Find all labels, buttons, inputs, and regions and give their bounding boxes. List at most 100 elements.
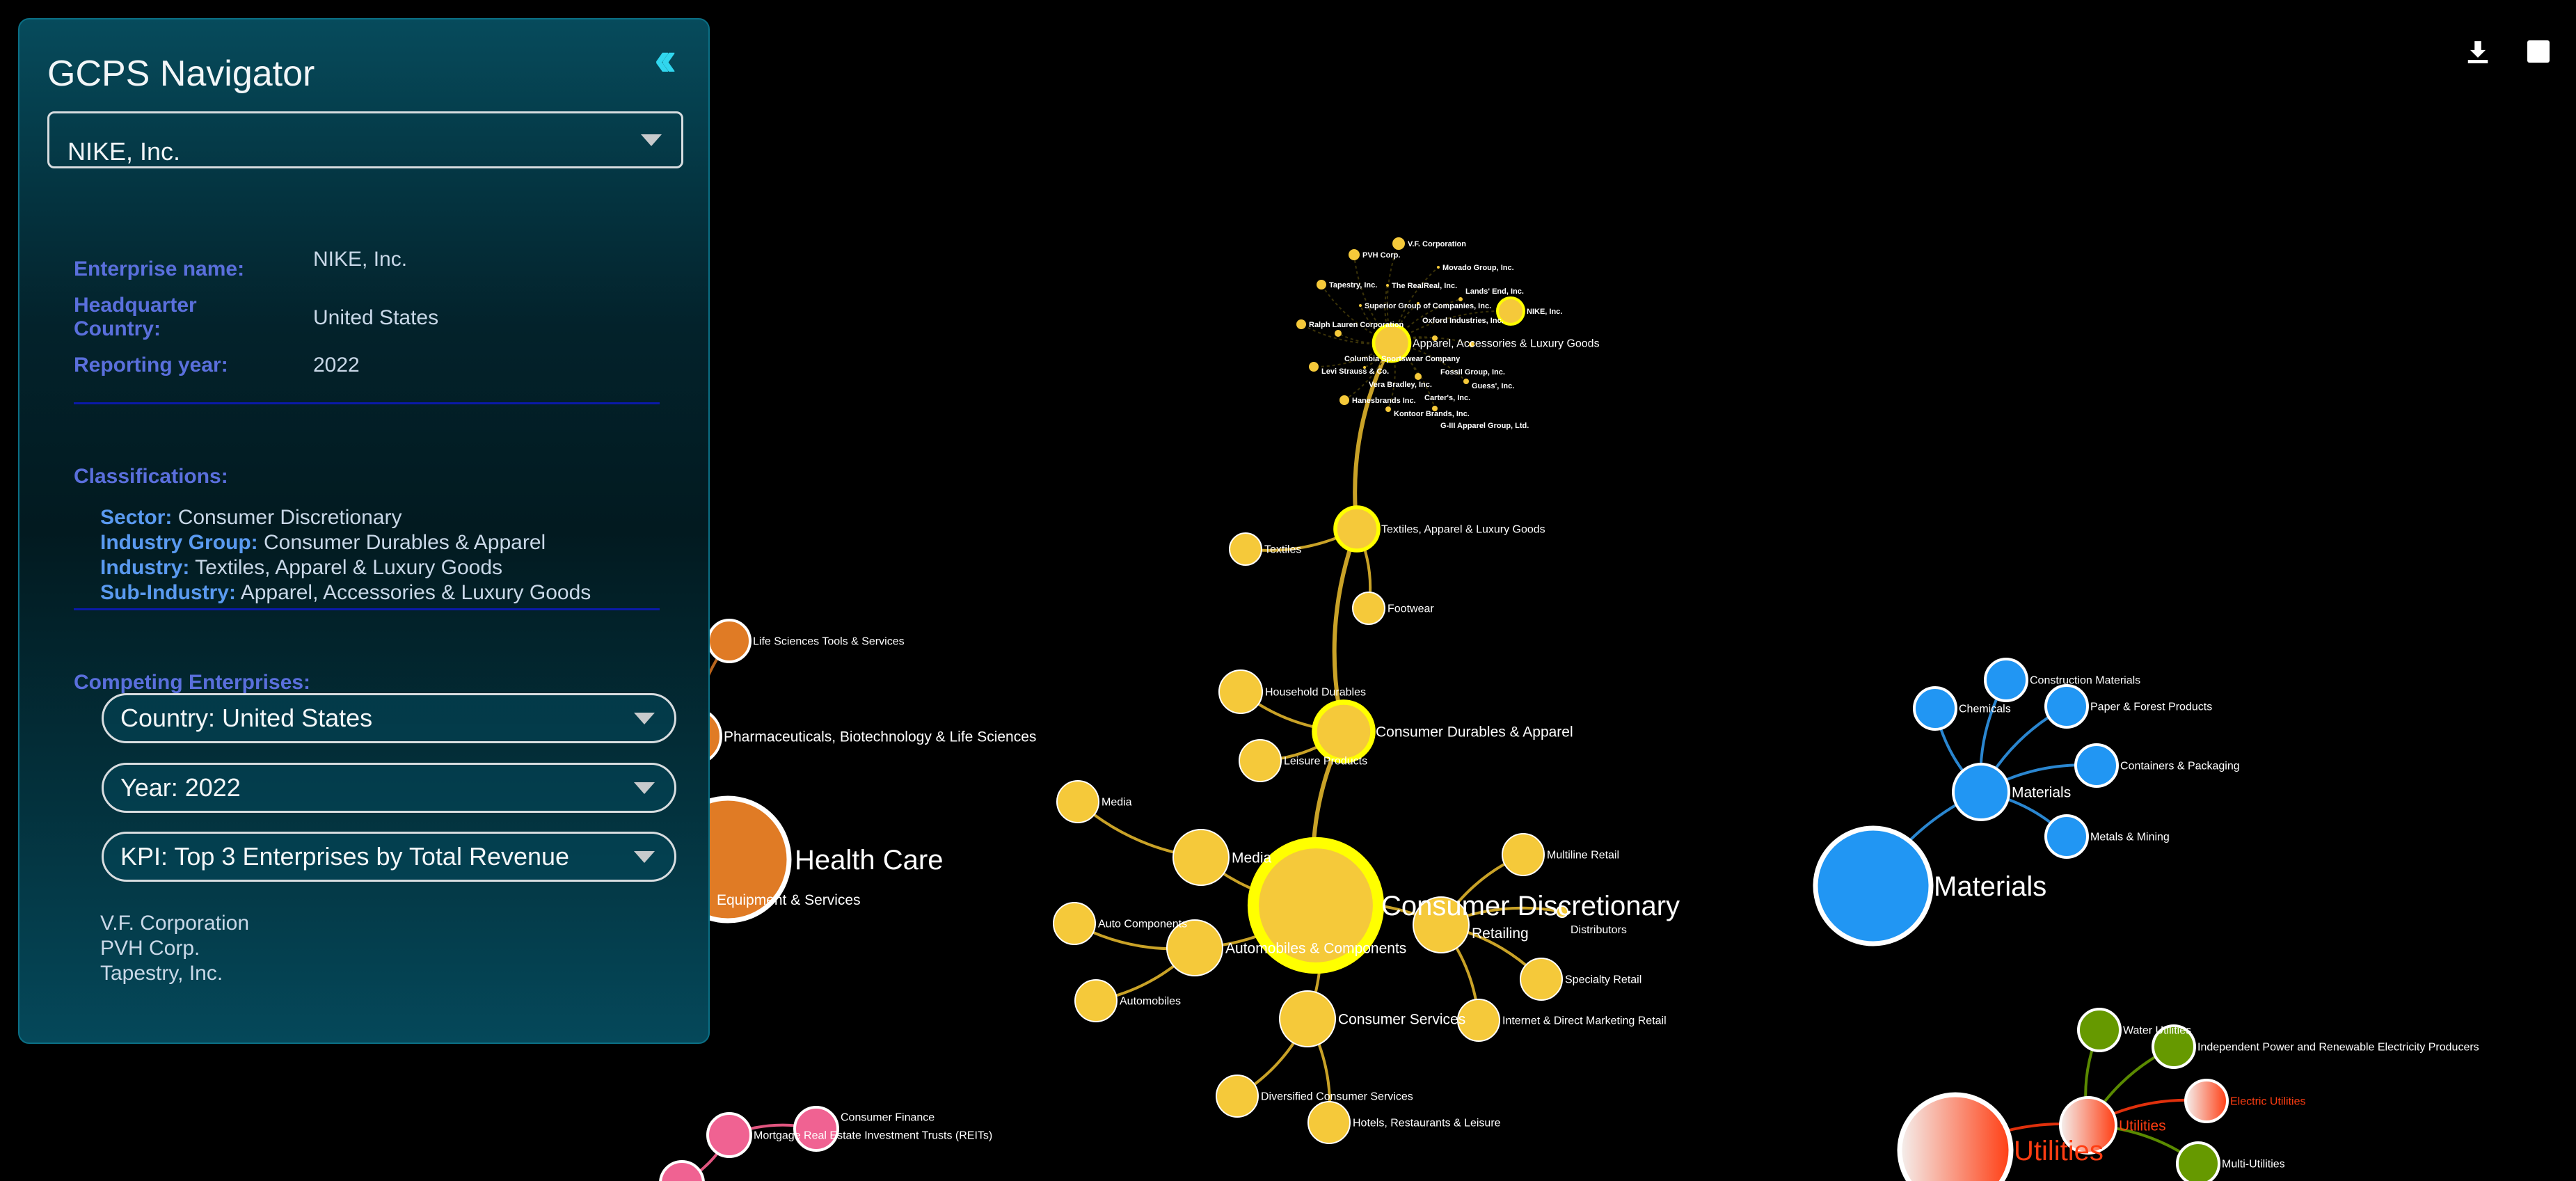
graph-node-label: Lands' End, Inc.	[1465, 287, 1524, 296]
graph-node-label: Paper & Forest Products	[2090, 702, 2212, 713]
graph-node-lp[interactable]	[1239, 739, 1282, 782]
graph-node-vb[interactable]	[1363, 366, 1366, 369]
square-icon[interactable]	[2527, 40, 2550, 63]
graph-node-rl[interactable]	[1296, 319, 1306, 329]
graph-node-le[interactable]	[1458, 297, 1463, 301]
graph-node-pfp[interactable]	[2044, 684, 2089, 729]
graph-node-dist[interactable]	[1556, 905, 1568, 918]
graph-node-label: Multiline Retail	[1547, 850, 1619, 862]
graph-node-label: Superior Group of Companies, Inc.	[1365, 302, 1491, 310]
graph-node-ipr[interactable]	[2152, 1024, 2196, 1069]
collapse-panel-icon[interactable]: ‹‹	[654, 31, 676, 86]
year-filter-select[interactable]: Year: 2022	[102, 763, 676, 813]
graph-node-car[interactable]	[1415, 373, 1422, 380]
graph-edge	[1360, 305, 1392, 344]
graph-node-label: Kontoor Brands, Inc.	[1394, 410, 1470, 418]
graph-node-cda[interactable]	[1312, 699, 1376, 763]
graph-node-label: Guess', Inc.	[1472, 382, 1514, 390]
graph-node-label: Specialty Retail	[1565, 974, 1641, 986]
graph-node-label: Hotels, Restaurants & Leisure	[1353, 1118, 1501, 1130]
graph-node-vf[interactable]	[1392, 237, 1405, 250]
competitor-item[interactable]: V.F. Corporation	[100, 912, 250, 935]
graph-node-mov[interactable]	[1437, 266, 1440, 269]
graph-node-cf[interactable]	[793, 1106, 839, 1152]
graph-node-hd[interactable]	[1218, 669, 1263, 714]
graph-node-media2[interactable]	[1056, 780, 1099, 823]
graph-node-lst[interactable]	[707, 619, 752, 663]
graph-node-mreit[interactable]	[706, 1112, 752, 1158]
graph-node-ut2[interactable]	[2059, 1096, 2117, 1155]
graph-node-g3[interactable]	[1432, 406, 1438, 411]
competitor-item[interactable]: Tapestry, Inc.	[100, 962, 223, 985]
graph-node-mat[interactable]	[1813, 825, 1934, 946]
graph-node-cm[interactable]	[1984, 658, 2028, 702]
graph-node-label: Automobiles	[1120, 996, 1181, 1008]
enterprise-select-value: NIKE, Inc.	[67, 137, 181, 166]
graph-node-rr[interactable]	[1386, 284, 1389, 287]
graph-node-nike[interactable]	[1496, 296, 1525, 326]
graph-node-foot[interactable]	[1352, 592, 1385, 625]
graph-node-label: Ralph Lauren Corporation	[1309, 321, 1404, 329]
graph-node-label: Construction Materials	[2030, 675, 2140, 687]
graph-node-han[interactable]	[1339, 395, 1349, 405]
competitor-item[interactable]: PVH Corp.	[100, 937, 200, 960]
graph-node-ret[interactable]	[1413, 896, 1470, 953]
graph-edge	[1353, 342, 1394, 530]
graph-edge	[1301, 324, 1392, 344]
graph-node-label: Automobiles & Components	[1225, 940, 1406, 956]
graph-node-autocomp[interactable]	[1053, 902, 1096, 945]
graph-node-tap[interactable]	[1317, 280, 1326, 290]
graph-node-gue[interactable]	[1463, 379, 1469, 384]
graph-node-dcs[interactable]	[1216, 1075, 1259, 1118]
graph-node-sup[interactable]	[1359, 304, 1362, 307]
graph-edge	[1391, 337, 1472, 345]
graph-node-mlr[interactable]	[1502, 833, 1545, 876]
country-filter-select[interactable]: Country: United States	[102, 693, 676, 743]
graph-node-cd[interactable]	[1247, 837, 1385, 974]
graph-node-media[interactable]	[1172, 829, 1230, 886]
graph-node-autos[interactable]	[1074, 979, 1118, 1022]
graph-node-re3[interactable]	[659, 1160, 705, 1181]
graph-node-fos[interactable]	[1432, 335, 1438, 341]
graph-node-label: G-III Apparel Group, Ltd.	[1440, 422, 1529, 430]
graph-node-label: NIKE, Inc.	[1527, 308, 1562, 316]
download-icon[interactable]	[2465, 39, 2491, 69]
graph-node-label: Levi Strauss & Co.	[1321, 367, 1389, 376]
year-filter-value: Year: 2022	[120, 773, 241, 802]
graph-node-mm[interactable]	[2044, 814, 2089, 859]
graph-node-unk[interactable]	[1469, 342, 1474, 347]
graph-node-label: The RealReal, Inc.	[1392, 282, 1457, 290]
graph-node-label: Footwear	[1388, 603, 1434, 615]
graph-node-aal[interactable]	[1372, 323, 1412, 363]
graph-node-hrl[interactable]	[1307, 1101, 1351, 1144]
graph-node-cs[interactable]	[1279, 990, 1336, 1047]
graph-node-tal[interactable]	[1333, 505, 1381, 553]
graph-node-label: Materials	[2012, 784, 2071, 800]
graph-node-eu[interactable]	[2184, 1079, 2229, 1123]
graph-node-ut[interactable]	[1897, 1092, 2014, 1181]
kpi-filter-select[interactable]: KPI: Top 3 Enterprises by Total Revenue	[102, 832, 676, 882]
graph-node-kon[interactable]	[1385, 406, 1391, 412]
graph-node-mu[interactable]	[2176, 1141, 2220, 1181]
industry-group-value: Consumer Durables & Apparel	[264, 531, 546, 554]
graph-node-label: Textiles, Apparel & Luxury Goods	[1381, 524, 1545, 536]
graph-node-tex[interactable]	[1229, 532, 1262, 566]
graph-node-col[interactable]	[1335, 330, 1342, 337]
classifications-list: Sector: Consumer Discretionary Industry …	[100, 505, 591, 605]
graph-node-pvh[interactable]	[1349, 249, 1360, 260]
graph-node-mat2[interactable]	[1952, 763, 2010, 821]
graph-node-levi[interactable]	[1309, 362, 1319, 372]
graph-node-autoc[interactable]	[1166, 919, 1223, 976]
enterprise-select[interactable]: NIKE, Inc.	[47, 111, 683, 168]
graph-node-inet[interactable]	[1457, 999, 1500, 1042]
graph-node-cp[interactable]	[2074, 743, 2119, 788]
classifications-heading: Classifications:	[74, 465, 228, 488]
graph-node-oxf[interactable]	[1417, 302, 1420, 305]
graph-node-chem[interactable]	[1913, 686, 1957, 731]
graph-edge	[1391, 342, 1419, 377]
graph-node-wu[interactable]	[2077, 1008, 2122, 1052]
graph-node-spec[interactable]	[1520, 958, 1563, 1001]
graph-node-label: Health Care	[795, 845, 943, 875]
graph-node-label: Consumer Discretionary	[1381, 891, 1680, 921]
